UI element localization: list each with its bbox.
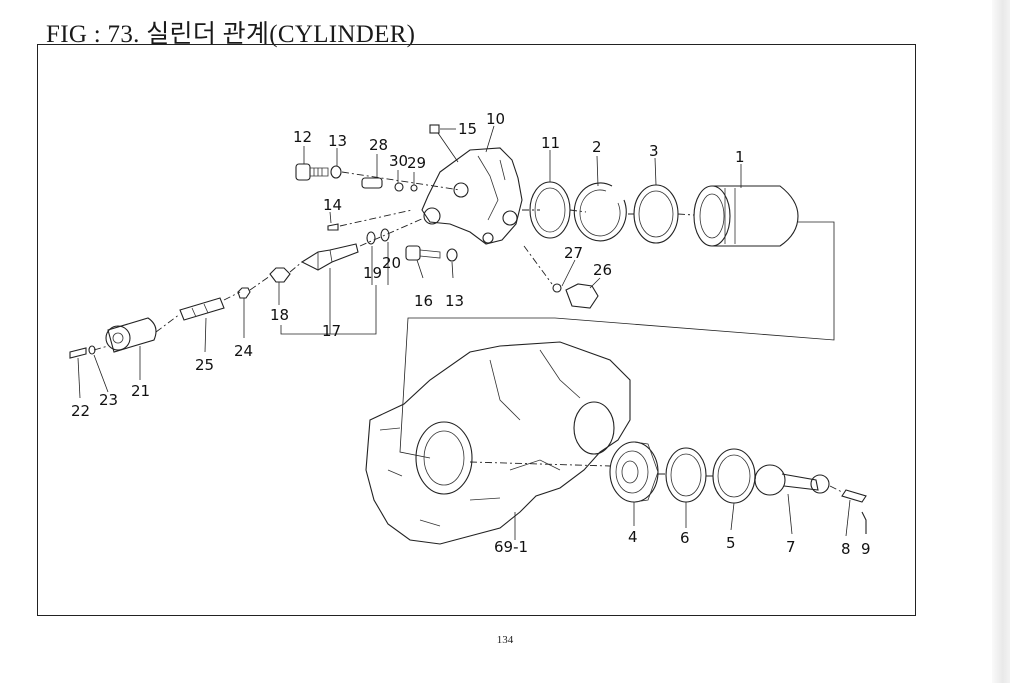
callout-2: 2 (592, 138, 602, 156)
boundary-line (399, 221, 835, 459)
callout-30: 30 (389, 152, 408, 170)
page-number: 134 (496, 634, 514, 646)
part-ring-3 (633, 184, 679, 244)
part-end-cap-21 (105, 317, 157, 353)
part-bolt-12 (295, 163, 461, 191)
callout-18: 18 (270, 306, 289, 324)
callout-3: 3 (649, 142, 659, 160)
part-piston-rod-7 (754, 464, 830, 496)
callout-15: 15 (458, 120, 477, 138)
part-ring-6 (665, 447, 707, 503)
callout-21: 21 (131, 382, 150, 400)
callout-13a: 13 (328, 132, 347, 150)
part-cylinder-barrel (693, 185, 799, 247)
callout-24: 24 (234, 342, 253, 360)
callout-14: 14 (323, 196, 342, 214)
scan-edge (992, 0, 1010, 683)
diagram-frame (37, 44, 916, 616)
callout-13b: 13 (445, 292, 464, 310)
part-set-screw-14 (327, 209, 413, 231)
callout-8: 8 (841, 540, 851, 558)
callout-11: 11 (541, 134, 560, 152)
callout-12: 12 (293, 128, 312, 146)
part-grease-nipple (429, 124, 459, 163)
callout-5: 5 (726, 534, 736, 552)
callout-9: 9 (861, 540, 871, 558)
part-pin-8 (841, 489, 867, 503)
callout-17: 17 (322, 322, 341, 340)
callout-4: 4 (628, 528, 638, 546)
callout-22: 22 (71, 402, 90, 420)
callout-23: 23 (99, 391, 118, 409)
part-gear-case-69-1 (365, 341, 631, 545)
callout-16: 16 (414, 292, 433, 310)
part-ring-5 (712, 448, 756, 504)
callout-27: 27 (564, 244, 583, 262)
callout-29: 29 (407, 154, 426, 172)
callout-10: 10 (486, 110, 505, 128)
part-ring-11 (529, 181, 571, 239)
part-nut-18 (269, 267, 291, 283)
callout-labels: 1 2 3 4 5 6 7 8 9 10 11 12 13 13 14 15 1… (71, 110, 871, 558)
callout-69-1: 69-1 (494, 538, 528, 556)
callout-28: 28 (369, 136, 388, 154)
callout-26: 26 (593, 261, 612, 279)
part-screw-22 (69, 345, 96, 359)
axis-line-piston (658, 473, 843, 493)
part-snap-ring-2 (573, 182, 627, 242)
part-nut-24 (237, 287, 251, 299)
axis-line-rod (93, 261, 303, 351)
part-bolt-16 (405, 245, 458, 262)
part-sleeve-25 (179, 297, 225, 321)
leader-lines (77, 125, 851, 540)
callout-19: 19 (363, 264, 382, 282)
part-clip-9 (861, 511, 867, 534)
part-pin-28-30-29 (361, 177, 418, 192)
part-plug-26 (523, 245, 599, 309)
part-rod-17 (300, 217, 425, 271)
part-piston-4 (609, 441, 659, 503)
callout-6: 6 (680, 529, 690, 547)
callout-1: 1 (735, 148, 745, 166)
part-cylinder-head-bracket (421, 147, 523, 245)
callout-20: 20 (382, 254, 401, 272)
callout-7: 7 (786, 538, 796, 556)
axis-line-cylinder (522, 209, 695, 216)
figure-title: FIG : 73. 실린더 관계(CYLINDER) (46, 21, 416, 48)
callout-25: 25 (195, 356, 214, 374)
